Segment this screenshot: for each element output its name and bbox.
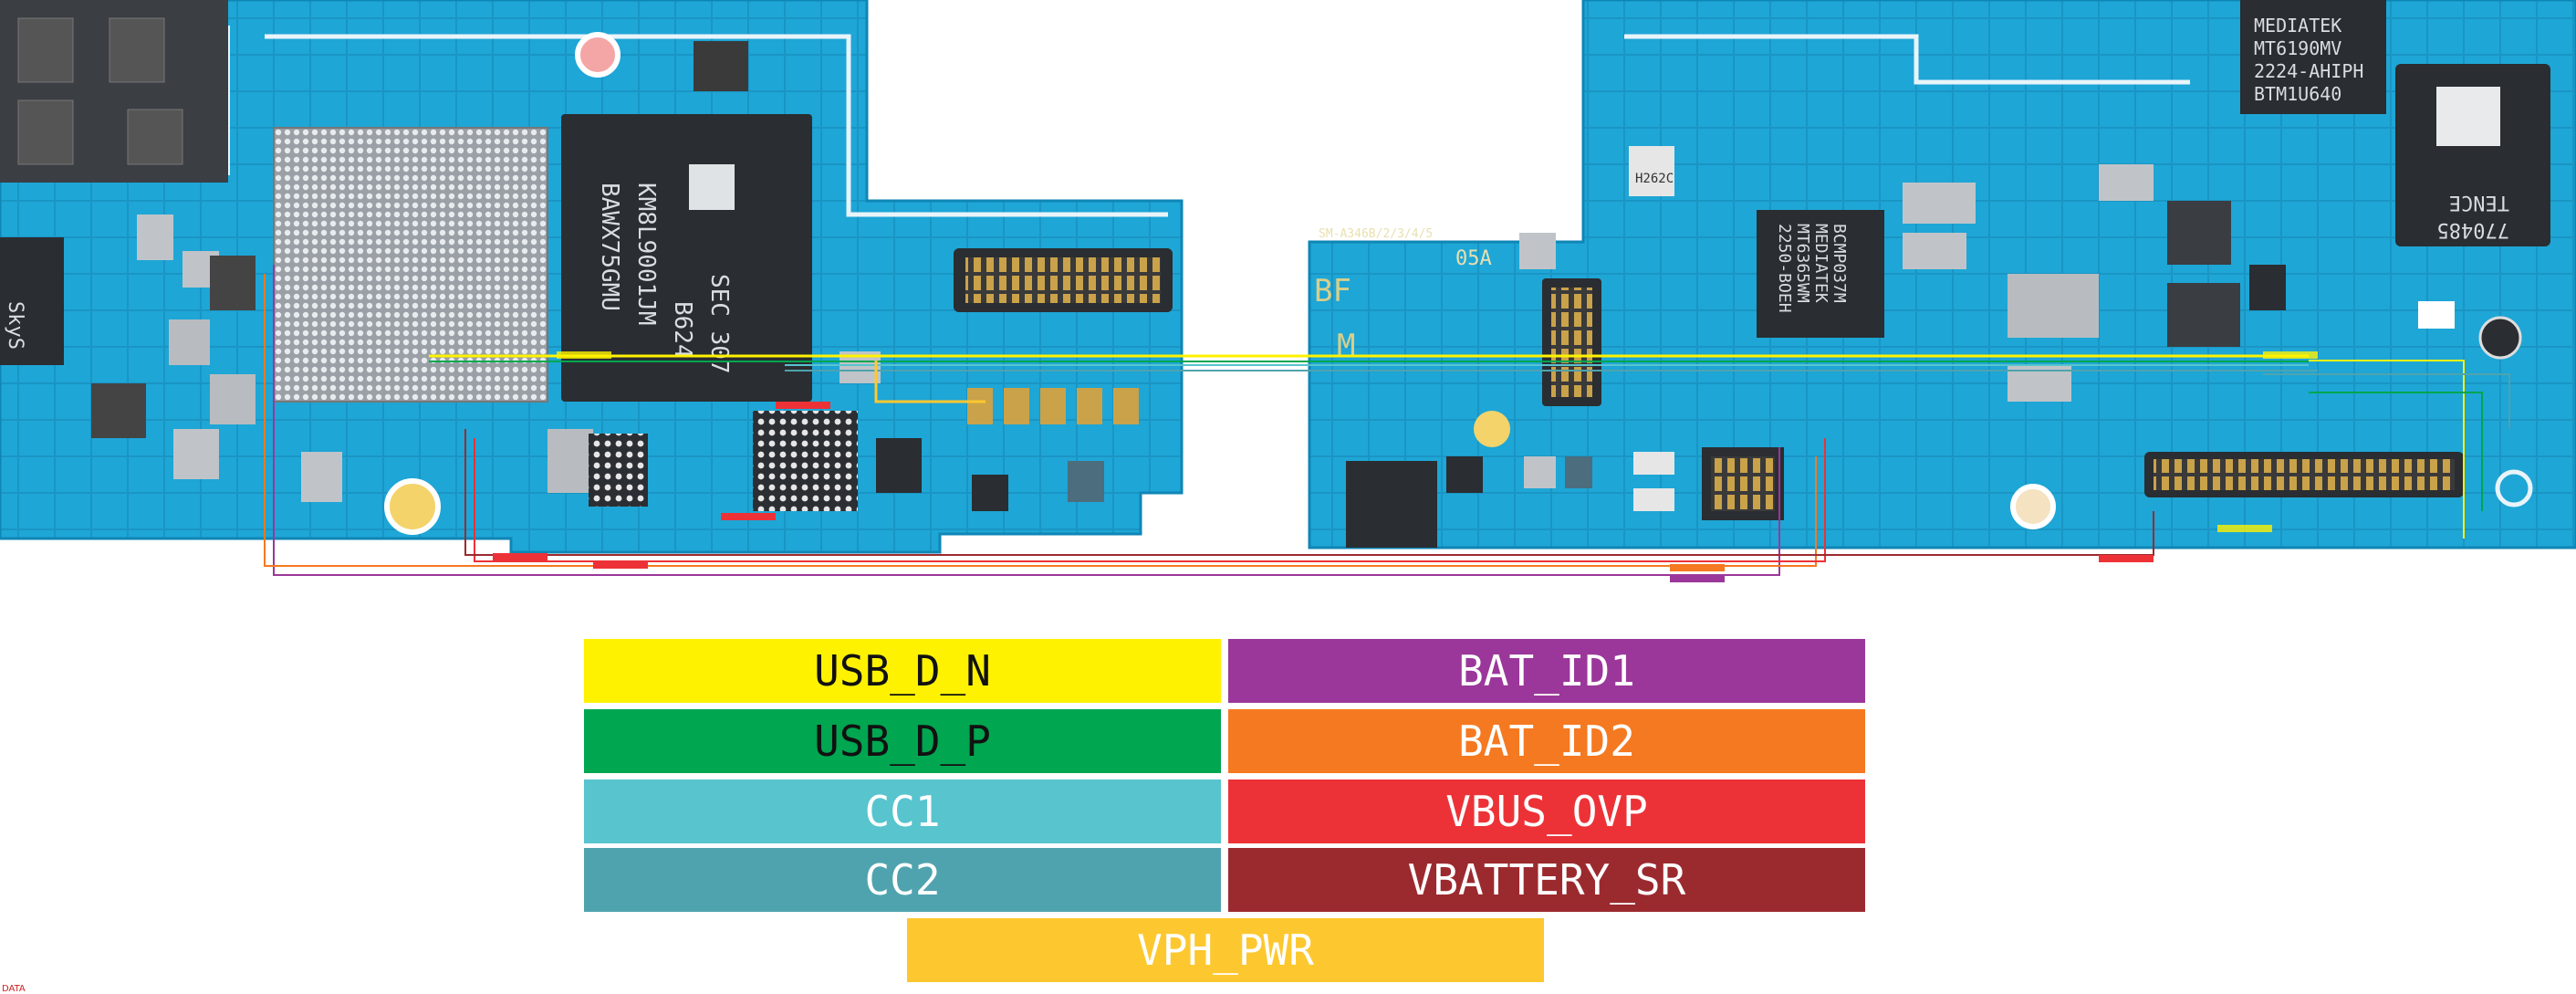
legend-vbattery-sr: VBATTERY_SR [1228, 848, 1865, 912]
modem-label-4: BTM1U640 [2254, 83, 2341, 105]
h262c-label: H262C [1635, 172, 1674, 186]
board-id-label: SM-A346B/2/3/4/5 [1319, 227, 1433, 241]
legend-cc1: CC1 [584, 780, 1221, 843]
corner-data-label: DATA [2, 984, 26, 994]
modem-label-2: MT6190MV [2254, 37, 2341, 59]
legend-bat-id2: BAT_ID2 [1228, 709, 1865, 773]
legend-usb-d-p: USB_D_P [584, 709, 1221, 773]
legend-vph-pwr-label: VPH_PWR [1137, 926, 1314, 975]
legend-bat-id1: BAT_ID1 [1228, 639, 1865, 703]
rf-label-2: 770485 [2437, 218, 2509, 241]
memory-label-1: SEC 307 [705, 274, 733, 374]
legend-usb-d-n-label: USB_D_N [814, 646, 991, 696]
right-board [1308, 0, 2576, 549]
legend-usb-d-p-label: USB_D_P [814, 717, 991, 766]
m-label: M [1337, 328, 1355, 364]
bf-label: BF [1314, 273, 1351, 309]
legend-vbus-ovp: VBUS_OVP [1228, 780, 1865, 843]
legend-bat-id2-label: BAT_ID2 [1458, 717, 1635, 766]
legend-vbattery-sr-label: VBATTERY_SR [1407, 855, 1686, 905]
pcb-board-image: SEC 307 B624 KM8L9001JM BAWX75GMU SkyS [0, 0, 2576, 582]
pmic-label-3: 2250-BOEH [1775, 224, 1794, 313]
pmic-label-4: BCMP037M [1830, 224, 1849, 303]
legend-usb-d-n: USB_D_N [584, 639, 1221, 703]
rf-label-1: TENCE [2449, 191, 2509, 214]
memory-label-3: KM8L9001JM [632, 183, 660, 326]
memory-label-2: B624 [669, 301, 696, 359]
pmic-label-1: MEDIATEK [1811, 224, 1830, 303]
legend-bat-id1-label: BAT_ID1 [1458, 646, 1635, 696]
legend-vbus-ovp-label: VBUS_OVP [1445, 787, 1648, 836]
pmic-label-2: MT6365WM [1793, 224, 1812, 303]
legend-cc2-label: CC2 [864, 855, 941, 905]
memory-label-4: BAWX75GMU [596, 183, 623, 311]
legend-vph-pwr: VPH_PWR [907, 918, 1544, 982]
modem-label-3: 2224-AHIPH [2254, 60, 2363, 82]
skys-label: SkyS [4, 301, 26, 350]
legend-cc1-label: CC1 [864, 787, 941, 836]
05a-label: 05A [1455, 247, 1492, 270]
legend-cc2: CC2 [584, 848, 1221, 912]
modem-label-1: MEDIATEK [2254, 15, 2341, 37]
